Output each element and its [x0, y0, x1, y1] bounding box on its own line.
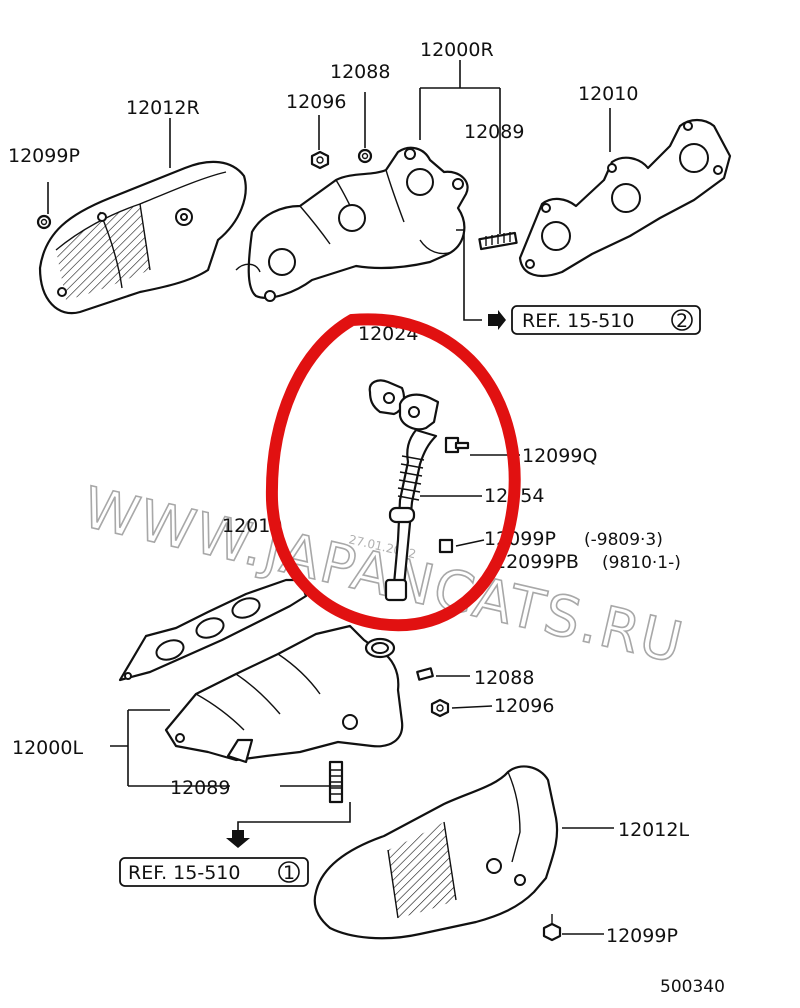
egr-pipe-12054 — [384, 393, 440, 602]
nut-12096-bot — [430, 698, 450, 718]
label-12099P-mid-range: (-9809·3) — [584, 530, 663, 550]
part-labels: 12000R 12088 12096 12012R 12099P 12089 1… — [8, 39, 725, 997]
diagram-number: 500340 — [660, 977, 725, 997]
label-12099P-mid: 12099P — [484, 528, 556, 550]
ref-text-bot: REF. 15-510 — [128, 862, 240, 884]
pipe-gasket-12024 — [368, 379, 405, 416]
label-12089-top: 12089 — [464, 121, 524, 143]
label-12088-bot: 12088 — [474, 667, 534, 689]
label-12099P-bot: 12099P — [606, 925, 678, 947]
ref-num-top: 2 — [676, 310, 688, 332]
exhaust-manifold-left-part — [164, 624, 404, 764]
heat-shield-left-part — [313, 765, 559, 940]
nut-12096-top — [310, 150, 330, 170]
label-12010: 12010 — [578, 83, 638, 105]
bolt-12099Q — [444, 436, 470, 454]
highlight-circle — [265, 313, 521, 632]
arrow-down-icon — [226, 830, 250, 848]
washer-12088-top — [357, 148, 373, 164]
label-12089-bot: 12089 — [170, 777, 230, 799]
label-12088-top: 12088 — [330, 61, 390, 83]
ref-text-top: REF. 15-510 — [522, 310, 634, 332]
stud-12089-bot — [328, 760, 344, 804]
ref-num-bot: 1 — [283, 862, 295, 884]
manifold-gasket-right-part — [518, 118, 732, 277]
washer-12088-bot — [416, 667, 434, 681]
label-12099P-top: 12099P — [8, 145, 80, 167]
label-12012R: 12012R — [126, 97, 200, 119]
label-12096-bot: 12096 — [494, 695, 554, 717]
arrow-right-icon — [488, 310, 506, 330]
bolt-12099P-mid — [438, 538, 454, 554]
nut-12099P-bot — [542, 914, 562, 942]
label-12099PB-range: (9810·1-) — [602, 553, 681, 573]
nut-12099P-top — [36, 214, 52, 230]
label-12012L: 12012L — [618, 819, 689, 841]
label-12000R: 12000R — [420, 39, 494, 61]
exhaust-manifold-right-part — [235, 146, 469, 302]
label-12010-lower: 12010 — [222, 515, 282, 537]
stud-12089-top — [478, 231, 518, 251]
heat-shield-right-part — [38, 160, 247, 315]
label-12096-top: 12096 — [286, 91, 346, 113]
ref-box-bot[interactable]: REF. 15-510 1 — [119, 857, 309, 887]
label-12099PB: 12099PB — [494, 551, 579, 573]
label-12000L: 12000L — [12, 737, 83, 759]
label-12099Q: 12099Q — [522, 445, 597, 467]
leader-lines — [47, 60, 614, 935]
ref-box-top[interactable]: REF. 15-510 2 — [511, 305, 701, 335]
